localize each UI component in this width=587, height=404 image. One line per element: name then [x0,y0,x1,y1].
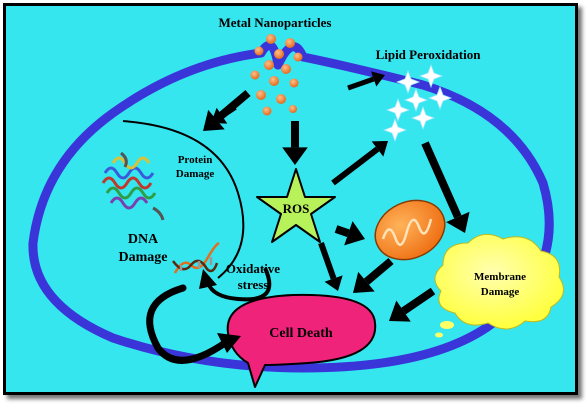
ros-label: ROS [283,201,310,216]
nucleus-to-oxidative-arrow [220,104,237,119]
oxidative-stress-arrow [206,267,272,302]
cloud-bubble [435,332,443,338]
membrane-damage-label: Damage [481,286,520,298]
cell-death-label: Cell Death [269,326,333,341]
cell-death-bubble [226,293,377,388]
mitochondrion-icon [374,199,446,261]
protein-label: Protein [178,154,213,166]
ros-to-mitochondria-arrow [334,225,350,238]
nanoparticles-to-lipid-arrowhead [371,71,385,87]
dna-helix-icon [171,241,220,274]
arrows-layer [203,71,470,322]
nanoparticles-to-ros-arrowhead [282,147,308,165]
dna-to-cell-death-arrow [146,284,229,364]
dna-label: DNA [128,232,159,247]
nanoparticle-dots [250,34,303,116]
ros-to-lipid-arrow [331,146,380,186]
membrane-label: Membrane [474,271,526,283]
protein-damage-label: Damage [176,168,215,180]
oxidative-stress-arrowhead [199,269,217,289]
oxidative-label: Oxidative [226,261,280,276]
membrane-to-cell-death-arrowhead [389,300,411,322]
membrane-damage-cloud [434,233,564,330]
mitochondria-to-cell-death-arrowhead [353,271,375,293]
nanoparticles-to-lipid-arrow [347,76,375,91]
ros-star [256,168,336,243]
cloud-bubble [440,321,454,329]
protein-helix-icon [101,151,165,221]
ros-to-cell-death-arrow [318,241,337,280]
ros-to-lipid-arrowhead [371,141,388,157]
lipid-peroxidation-label: Lipid Peroxidation [376,47,482,62]
dna-to-cell-death-arrowhead [217,333,241,353]
membrane-to-cell-death-arrow [401,287,436,315]
nucleus-to-oxidative-arrowhead [211,107,228,124]
diagram-canvas: Metal Nanoparticles Lipid Peroxidation P… [28,15,564,388]
lipid-to-membrane-arrowhead [446,211,470,233]
dna-damage-label: Damage [119,250,168,265]
cell-membrane [28,40,554,373]
nucleus-membrane [122,120,245,279]
metal-nanoparticles-label: Metal Nanoparticles [218,15,331,30]
stress-label: stress [238,277,269,292]
sparkle-star-icon [382,63,453,143]
lipid-to-membrane-arrow [421,141,462,219]
ros-to-mitochondria-arrowhead [344,221,365,246]
ros-to-cell-death-arrowhead [324,275,343,291]
mitochondria-to-cell-death-arrow [363,257,394,285]
